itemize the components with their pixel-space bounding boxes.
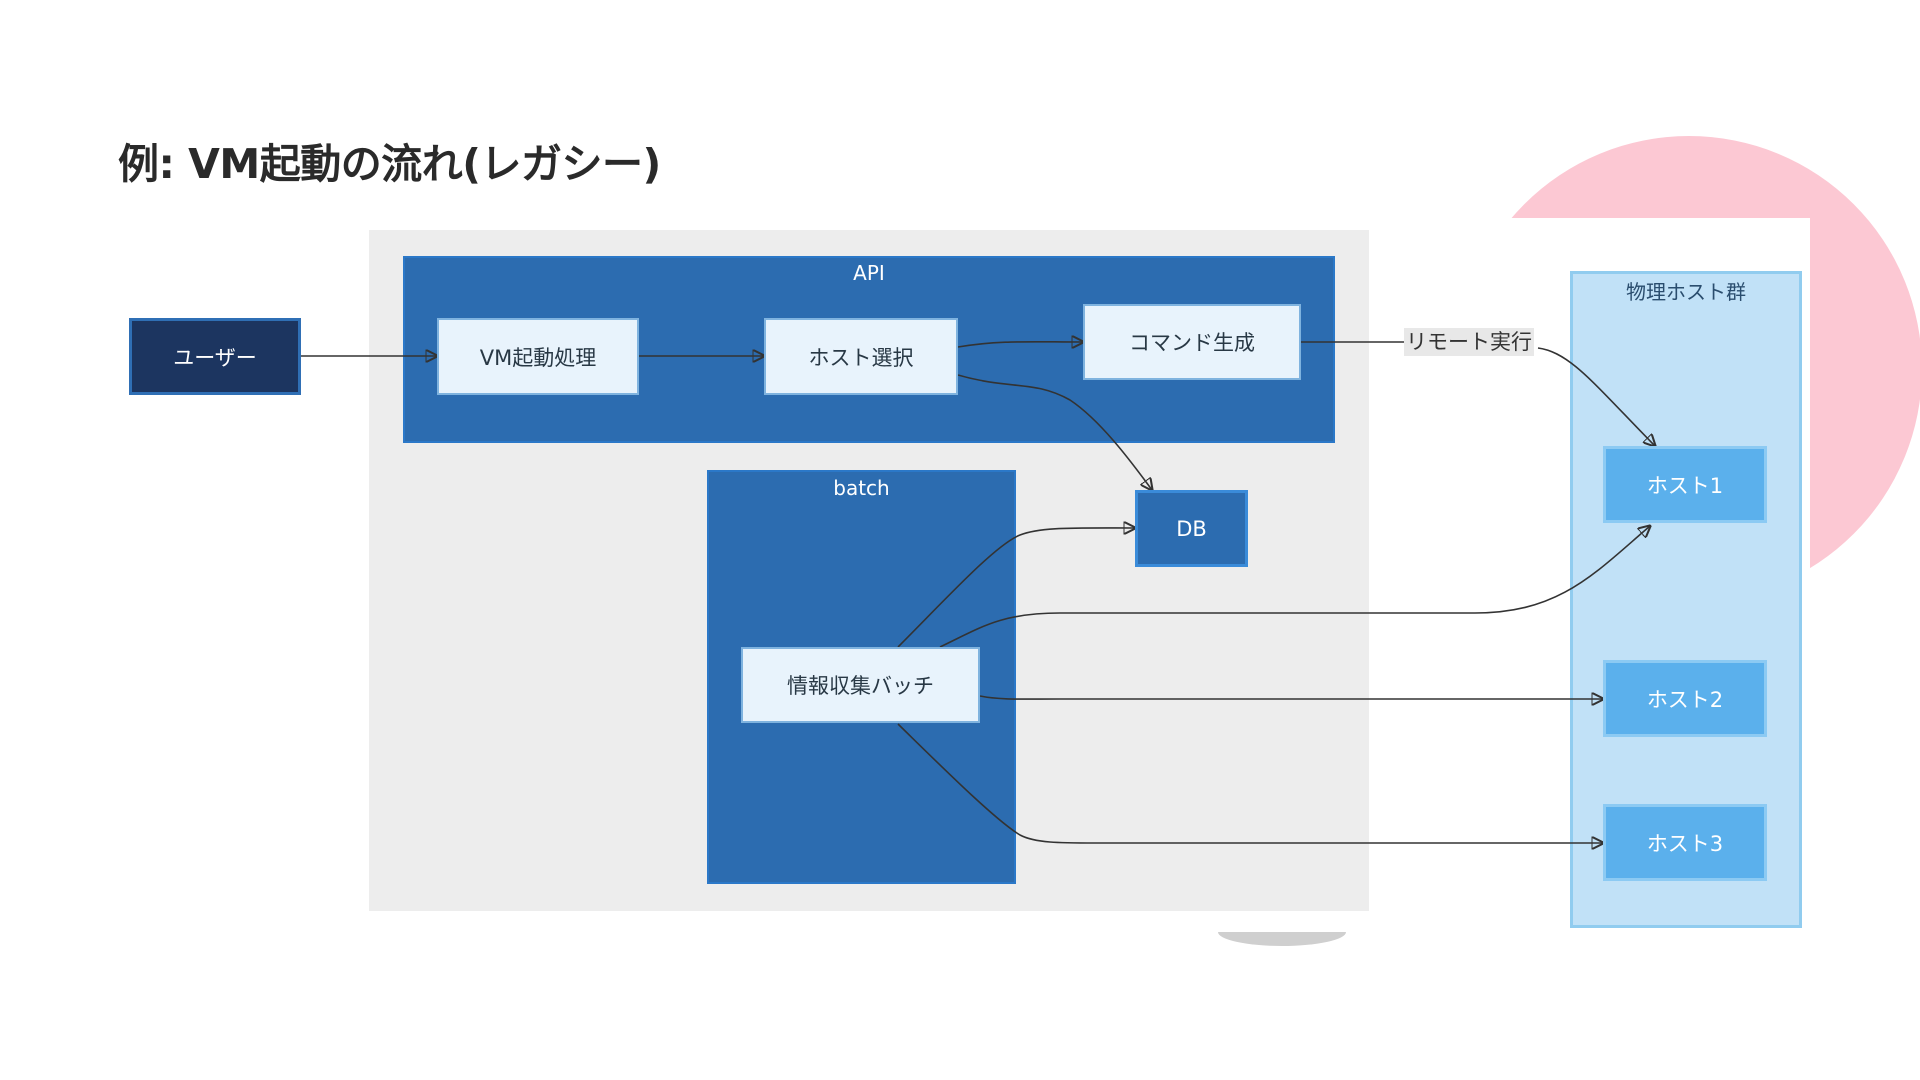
info-collection-batch-node[interactable]: 情報収集バッチ	[741, 647, 980, 723]
host3-label: ホスト3	[1647, 828, 1723, 858]
db-node[interactable]: DB	[1135, 490, 1248, 567]
edge-label-remote-exec: リモート実行	[1404, 328, 1534, 356]
physical-hosts-group-label: 物理ホスト群	[1573, 276, 1799, 305]
user-node[interactable]: ユーザー	[129, 318, 301, 395]
vm-start-process-label: VM起動処理	[480, 342, 596, 372]
command-generation-node[interactable]: コマンド生成	[1083, 304, 1301, 380]
host2-node[interactable]: ホスト2	[1603, 660, 1767, 737]
db-label: DB	[1176, 517, 1207, 541]
host-select-label: ホスト選択	[809, 342, 914, 372]
command-generation-label: コマンド生成	[1129, 327, 1255, 357]
host3-node[interactable]: ホスト3	[1603, 804, 1767, 881]
api-group-label: API	[405, 261, 1333, 285]
batch-group-label: batch	[709, 476, 1014, 500]
slide-title: 例: VM起動の流れ(レガシー)	[118, 130, 661, 190]
host-select-node[interactable]: ホスト選択	[764, 318, 958, 395]
host1-label: ホスト1	[1647, 470, 1723, 500]
host2-label: ホスト2	[1647, 684, 1723, 714]
decorative-shadow	[1218, 918, 1346, 946]
host1-node[interactable]: ホスト1	[1603, 446, 1767, 523]
info-collection-batch-label: 情報収集バッチ	[787, 670, 934, 700]
vm-start-process-node[interactable]: VM起動処理	[437, 318, 639, 395]
user-node-label: ユーザー	[173, 342, 257, 372]
